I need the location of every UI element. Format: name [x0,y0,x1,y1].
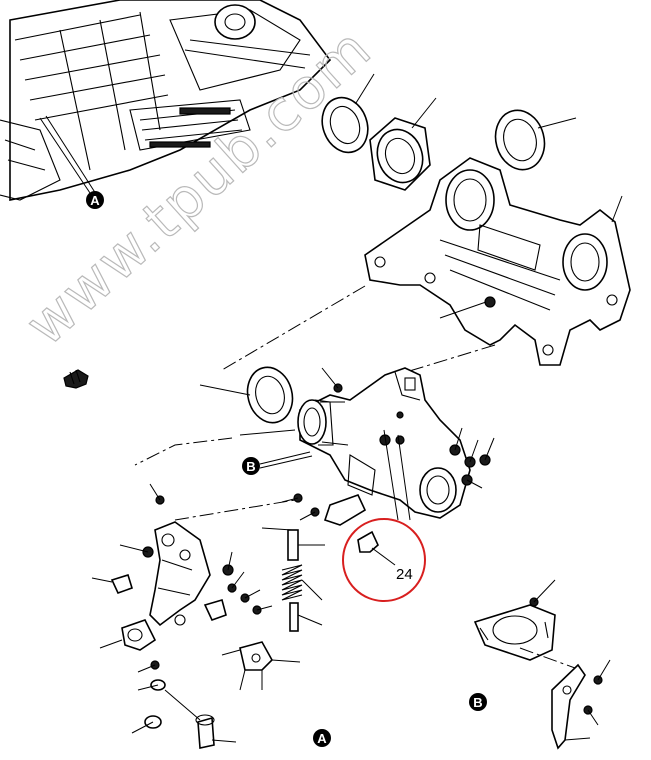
main-gearbox-body [297,367,471,526]
lower-bolt-stack [131,679,237,749]
view-b-bracket-saddle [473,579,556,661]
gearbox-support-housing [364,157,631,366]
linkage-small-parts [91,483,273,673]
gearbox-bolts [281,367,495,521]
large-seal [199,366,294,424]
pointing-hand-icon [63,369,89,389]
airframe-structure [0,0,332,201]
view-b-marker-label: B [473,695,482,710]
view-b-marker: B [469,693,487,711]
adapter-flange [369,97,437,191]
leader-a-structure [39,117,93,197]
view-a-reference-top: A [86,191,104,209]
rod-end-clevis [221,641,301,691]
seal-ring-right [494,109,577,171]
item-24-clip [357,429,411,566]
item-number-label: 24 [396,566,413,583]
view-b-ref-label: B [246,459,255,474]
linkage-bellcrank [149,521,211,627]
view-b-reference: B [242,451,313,475]
view-a-marker: A [313,729,331,747]
view-b-mounting-arm [519,647,611,750]
view-a-ref-label: A [90,193,100,208]
view-a-marker-label: A [317,731,327,746]
seal-ring-left [321,73,375,154]
spring-rod-assembly [261,527,325,632]
highlight-circle [342,518,426,602]
alignment-line-upper [221,285,366,371]
alignment-line-lower [134,437,233,466]
